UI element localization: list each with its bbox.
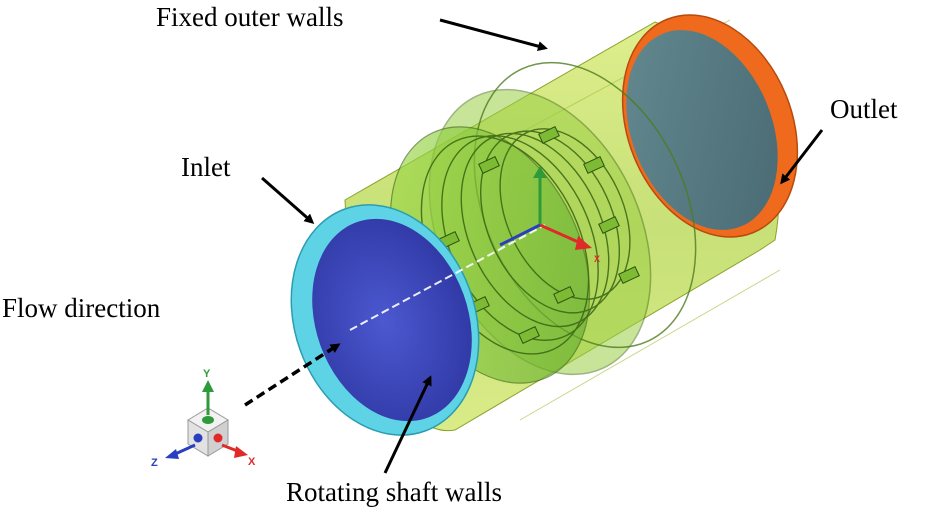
label-inlet: Inlet: [181, 152, 231, 182]
inlet-end: [290, 204, 546, 436]
triad-z-label: Z: [151, 457, 158, 469]
rotating-shaft-walls-arrow: [383, 375, 432, 474]
inlet-face: [312, 218, 472, 422]
label-fixed-outer-walls: Fixed outer walls: [156, 2, 344, 32]
label-rotating-shaft-walls: Rotating shaft walls: [286, 477, 502, 507]
label-outlet: Outlet: [830, 94, 898, 124]
inlet-arrow: [261, 176, 315, 224]
svg-text:X: X: [594, 254, 600, 264]
flow-direction-arrow: [244, 343, 341, 407]
label-flow-direction: Flow direction: [2, 293, 161, 323]
coordinate-triad: Y Z X: [151, 368, 256, 469]
local-axes: X: [499, 166, 600, 264]
fixed-outer-walls-arrow: [439, 18, 548, 52]
outlet-face: [626, 30, 778, 230]
triad-y-label: Y: [203, 368, 211, 380]
triad-x-label: X: [248, 456, 256, 468]
outlet-arrow: [780, 129, 824, 185]
outlet-end: [621, 14, 799, 238]
